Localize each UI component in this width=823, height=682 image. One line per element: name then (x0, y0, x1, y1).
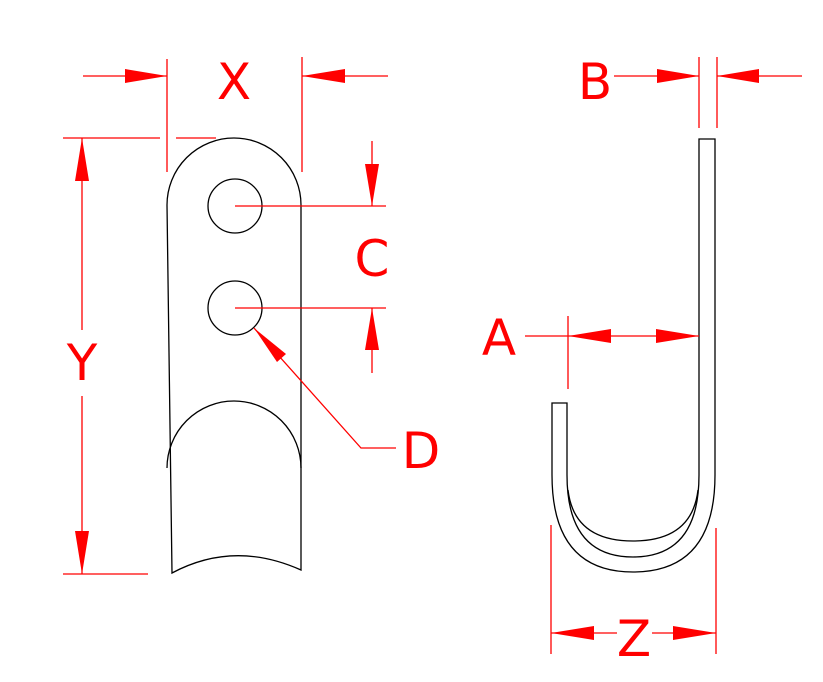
side-view-hook (551, 138, 716, 573)
dimension-d: D (253, 327, 441, 480)
label-c: C (355, 230, 390, 288)
dimension-y: Y (63, 137, 216, 575)
label-b: B (578, 53, 612, 111)
label-d: D (402, 422, 441, 480)
label-a: A (482, 309, 516, 367)
dimension-c: C (235, 141, 389, 373)
label-x: X (217, 53, 251, 111)
label-z: Z (617, 610, 651, 668)
label-y: Y (66, 334, 98, 392)
dimension-z: Z (550, 525, 717, 668)
curved-cutout (166, 400, 302, 469)
dimension-a: A (482, 309, 699, 389)
front-view-part (166, 137, 302, 575)
dimension-x: X (83, 53, 388, 172)
dimension-b: B (578, 53, 802, 128)
